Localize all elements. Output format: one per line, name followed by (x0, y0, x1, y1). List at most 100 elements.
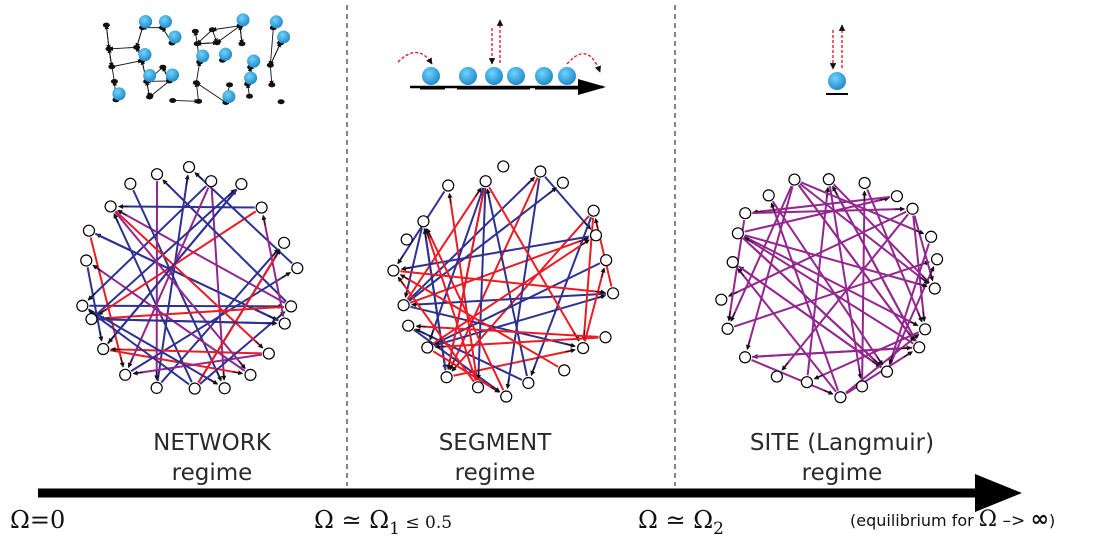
edge-arrowhead (232, 370, 244, 376)
edge-arrowhead (594, 217, 599, 229)
schematic-node (146, 94, 154, 100)
schematic-edge (216, 25, 241, 44)
edge-arrowhead (424, 228, 430, 239)
graph-edge (407, 177, 535, 302)
graph-edge (108, 188, 238, 343)
edge-arrowhead (857, 368, 863, 379)
axis-label-zero: Ω=0 (10, 506, 66, 534)
graph-edge (397, 190, 446, 264)
graph-node (906, 202, 919, 215)
graph-edge (119, 205, 255, 209)
graph-edge (86, 267, 103, 341)
graph-edge (87, 308, 218, 385)
regime-label-segment: SEGMENT regime (415, 428, 575, 488)
site-graph (715, 173, 944, 404)
graph-edge (912, 215, 926, 321)
equilibrium-note: (equilibrium for Ω –> ∞) (850, 508, 1055, 533)
edge-arrowhead (530, 365, 536, 376)
schematic-node (213, 40, 221, 46)
graph-edge (415, 328, 523, 381)
graph-node (558, 364, 571, 377)
edge-arrowhead (824, 186, 830, 198)
edge-arrowhead (903, 351, 913, 358)
graph-node (788, 173, 801, 186)
note-arrow: –> (997, 511, 1031, 531)
graph-node (599, 331, 612, 344)
edge-arrowhead (917, 282, 928, 288)
network-graph (76, 160, 304, 395)
graph-node (421, 341, 434, 354)
graph-node (124, 177, 137, 190)
edge-arrowhead (595, 289, 606, 295)
graph-node (284, 300, 298, 313)
schematic-node (226, 82, 234, 88)
edge-arrowhead (908, 332, 915, 342)
graph-edge (832, 183, 930, 283)
graph-edge (742, 237, 882, 367)
graph-node (397, 299, 410, 312)
graph-edge (733, 261, 929, 328)
graph-edge (434, 262, 601, 345)
edge-arrowhead (107, 334, 116, 344)
graph-node (235, 177, 248, 191)
graph-edge (89, 237, 124, 367)
schematic-edge (196, 29, 213, 45)
schematic-edge (211, 25, 241, 32)
graph-edge (402, 235, 590, 270)
schematic-edge (269, 42, 281, 66)
edge-arrowhead (422, 228, 428, 240)
schematic-edge (145, 81, 150, 98)
schematic-node (192, 80, 200, 86)
graph-edge (737, 265, 881, 368)
graph-node (440, 371, 453, 384)
edge-arrowhead (744, 237, 754, 244)
graph-edge (799, 183, 929, 284)
graph-edge (888, 243, 930, 364)
graph-edge (162, 179, 287, 303)
segment-graph (387, 160, 620, 403)
graph-node (244, 368, 257, 381)
edge-arrowhead (770, 202, 776, 213)
particle (138, 48, 152, 62)
edge-arrowhead (429, 330, 434, 341)
graph-node (500, 390, 513, 403)
edge-arrowhead (221, 370, 227, 381)
graph-edge (406, 188, 482, 300)
graph-edge (594, 219, 613, 287)
particle (139, 15, 153, 29)
graph-node (762, 189, 775, 202)
schematic-edge (268, 27, 274, 66)
edge-arrowhead (921, 311, 927, 322)
edge-arrowhead (595, 294, 606, 300)
graph-edge (109, 349, 242, 375)
graph-node (387, 264, 400, 277)
graph-node (479, 175, 492, 188)
particle (269, 15, 283, 29)
graph-edge (743, 235, 918, 327)
graph-edge (409, 237, 588, 304)
particle (218, 47, 232, 61)
edge-arrowhead (397, 255, 404, 265)
graph-node (930, 253, 944, 266)
graph-edge (400, 270, 605, 294)
schematic-node (169, 97, 177, 103)
edge-arrowhead (400, 265, 412, 271)
graph-edge (754, 195, 891, 214)
graph-node (731, 227, 744, 240)
graph-node (822, 173, 835, 186)
schematic-node (246, 93, 254, 99)
graph-edge (88, 185, 207, 301)
graph-edge (488, 186, 580, 341)
graph-edge (832, 186, 917, 342)
regime-label-network: NETWORK regime (132, 428, 292, 488)
graph-edge (98, 210, 257, 315)
graph-edge (210, 188, 226, 380)
graph-edge (95, 189, 236, 316)
edge-arrowhead (832, 185, 838, 196)
graph-edge (133, 353, 263, 375)
graph-node (606, 287, 620, 300)
graph-edge (417, 325, 599, 338)
edge-arrowhead (414, 328, 425, 334)
graph-edge (866, 189, 923, 322)
note-prefix: (equilibrium for (850, 511, 979, 530)
